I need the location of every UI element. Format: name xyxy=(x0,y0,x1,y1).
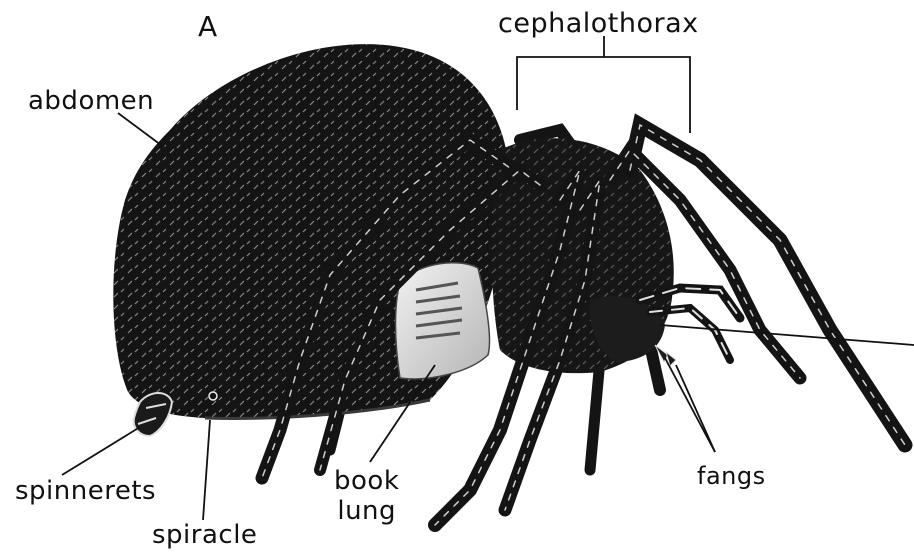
cephalothorax-label: cephalothorax xyxy=(498,8,699,39)
spinnerets-label: spinnerets xyxy=(15,476,156,506)
figure-letter: A xyxy=(198,10,218,43)
fangs-leader-2 xyxy=(676,365,715,452)
fangs-label: fangs xyxy=(697,462,766,490)
book-lung-label: book lung xyxy=(334,466,399,526)
spiracle-leader xyxy=(203,420,210,520)
fangs-leader-1 xyxy=(665,358,715,452)
cephalothorax-bracket xyxy=(517,36,690,133)
spiracle-label: spiracle xyxy=(152,520,257,550)
spiracle xyxy=(209,392,217,400)
book-lung-label-line2: lung xyxy=(334,496,399,526)
abdomen-label: abdomen xyxy=(28,86,154,116)
mouth-leader xyxy=(660,325,914,345)
book-lung xyxy=(396,263,490,379)
book-lung-label-line1: book xyxy=(334,466,399,496)
spinnerets-leader xyxy=(62,427,140,475)
abdomen-leader xyxy=(118,113,165,148)
